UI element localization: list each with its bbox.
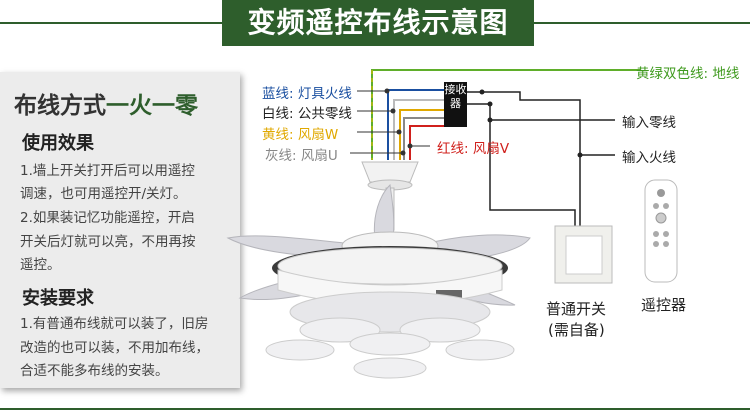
label-white-wire: 白线: 公共零线 [262,106,352,122]
install-line: 合适不能多布线的安装。 [20,363,169,379]
label-neutral-input: 输入零线 [622,115,676,131]
red-wire [409,125,444,160]
usage-line: 1.墙上开关打开后可以用遥控 [20,163,195,179]
label-yellow-wire: 黄线: 风扇W [262,127,339,143]
label-grey-wire: 灰线: 风扇U [265,148,338,164]
yellow-wire [399,109,444,160]
info-panel: 布线方式一火一零 使用效果 1.墙上开关打开后可以用遥控 调速，也可用遥控开/关… [0,72,240,388]
usage-line: 调速，也可用遥控开/关灯。 [20,186,187,202]
panel-title: 布线方式一火一零 [14,86,198,120]
white-wire [393,99,444,160]
section-usage-title: 使用效果 [22,133,94,154]
install-line: 1.有普通布线就可以装了，旧房 [20,316,209,332]
panel-title-prefix: 布线方式 [14,93,106,119]
fan-light-body [265,231,515,379]
label-blue-wire: 蓝线: 灯具火线 [262,86,352,102]
switch-label: 普通开关 [546,300,607,318]
usage-line: 开关后灯就可以亮，不用再按 [20,234,196,250]
page-title: 变频遥控布线示意图 [222,0,534,46]
usage-line: 2.如果装记忆功能遥控，开启 [20,210,195,226]
panel-title-highlight: 一火一零 [106,93,198,119]
install-line: 改造的也可以装，不用加布线， [20,340,209,356]
remote-label: 遥控器 [641,296,687,314]
switch-note: (需自备) [548,321,605,339]
label-ground-wire: 黄绿双色线: 地线 [636,66,740,82]
label-live-input: 输入火线 [622,150,676,166]
remote-control-icon [644,179,678,283]
label-red-wire: 红线: 风扇V [437,141,510,157]
label-leaders [350,90,402,154]
usage-line: 遥控。 [20,257,61,273]
wall-switch [554,225,613,284]
receiver-output-wires [467,89,615,226]
ground-wire [371,69,640,160]
section-install-title: 安装要求 [22,288,94,309]
grey-wire [403,117,444,160]
bottom-rule [0,408,750,410]
receiver-box: 接收器 [444,82,467,127]
